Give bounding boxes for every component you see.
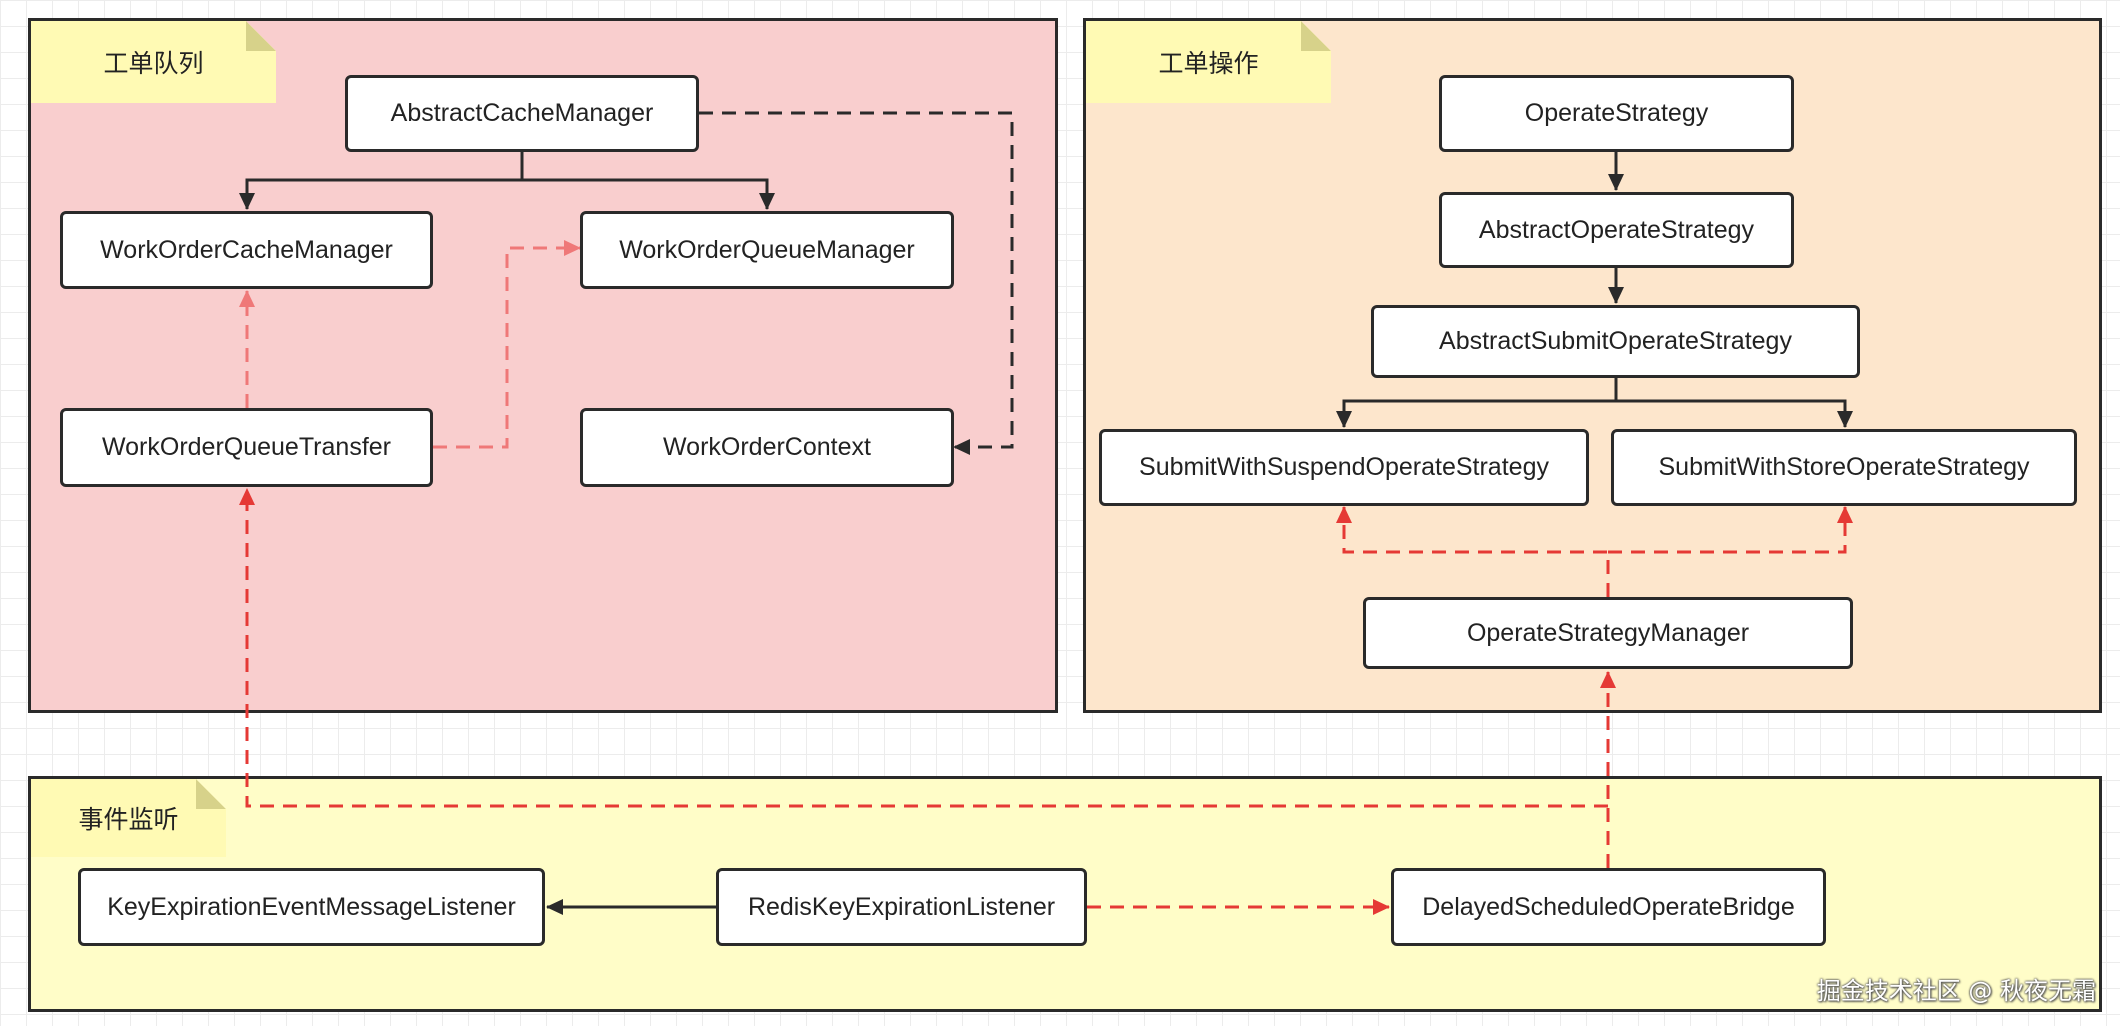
group-title-note-operate: 工单操作: [1086, 21, 1331, 103]
group-title-note-event: 事件监听: [31, 779, 226, 857]
node-label: WorkOrderQueueTransfer: [102, 433, 391, 461]
node-operate-strategy-manager[interactable]: OperateStrategyManager: [1363, 597, 1853, 669]
note-fold-icon: [246, 21, 276, 51]
node-label: KeyExpirationEventMessageListener: [107, 892, 516, 921]
node-work-order-queue-manager[interactable]: WorkOrderQueueManager: [580, 211, 954, 289]
node-abstract-submit-operate-strategy[interactable]: AbstractSubmitOperateStrategy: [1371, 305, 1860, 378]
node-label: SubmitWithSuspendOperateStrategy: [1139, 453, 1549, 481]
watermark: 掘金技术社区 @ 秋夜无霜: [1816, 977, 2096, 1005]
node-submit-with-store-operate-strategy[interactable]: SubmitWithStoreOperateStrategy: [1611, 429, 2077, 506]
node-label: AbstractOperateStrategy: [1478, 215, 1755, 244]
note-fold-icon: [1301, 21, 1331, 51]
node-label: WorkOrderQueueManager: [619, 235, 915, 264]
group-title-operate: 工单操作: [1158, 49, 1259, 78]
node-redis-key-expiration-listener[interactable]: RedisKeyExpirationListener: [716, 868, 1087, 946]
node-submit-with-suspend-operate-strategy[interactable]: SubmitWithSuspendOperateStrategy: [1099, 429, 1589, 506]
node-key-expiration-event-message-listener[interactable]: KeyExpirationEventMessageListener: [78, 868, 545, 946]
node-label: WorkOrderContext: [663, 433, 871, 461]
node-label: AbstractSubmitOperateStrategy: [1439, 327, 1792, 355]
node-abstract-operate-strategy[interactable]: AbstractOperateStrategy: [1439, 192, 1794, 268]
node-label: OperateStrategy: [1524, 99, 1709, 127]
group-title-event: 事件监听: [78, 805, 179, 834]
node-label: AbstractCacheManager: [390, 99, 654, 127]
note-fold-icon: [196, 779, 226, 809]
node-label: WorkOrderCacheManager: [100, 235, 393, 264]
node-label: SubmitWithStoreOperateStrategy: [1658, 453, 2030, 481]
node-work-order-queue-transfer[interactable]: WorkOrderQueueTransfer: [60, 408, 433, 487]
node-label: OperateStrategyManager: [1466, 618, 1750, 647]
group-title-queue: 工单队列: [103, 49, 204, 78]
node-operate-strategy[interactable]: OperateStrategy: [1439, 75, 1794, 152]
group-title-note-queue: 工单队列: [31, 21, 276, 103]
node-label: RedisKeyExpirationListener: [747, 892, 1056, 921]
node-delayed-scheduled-operate-bridge[interactable]: DelayedScheduledOperateBridge: [1391, 868, 1826, 946]
node-work-order-cache-manager[interactable]: WorkOrderCacheManager: [60, 211, 433, 289]
node-label: DelayedScheduledOperateBridge: [1422, 892, 1795, 921]
node-abstract-cache-manager[interactable]: AbstractCacheManager: [345, 75, 699, 152]
node-work-order-context[interactable]: WorkOrderContext: [580, 408, 954, 487]
